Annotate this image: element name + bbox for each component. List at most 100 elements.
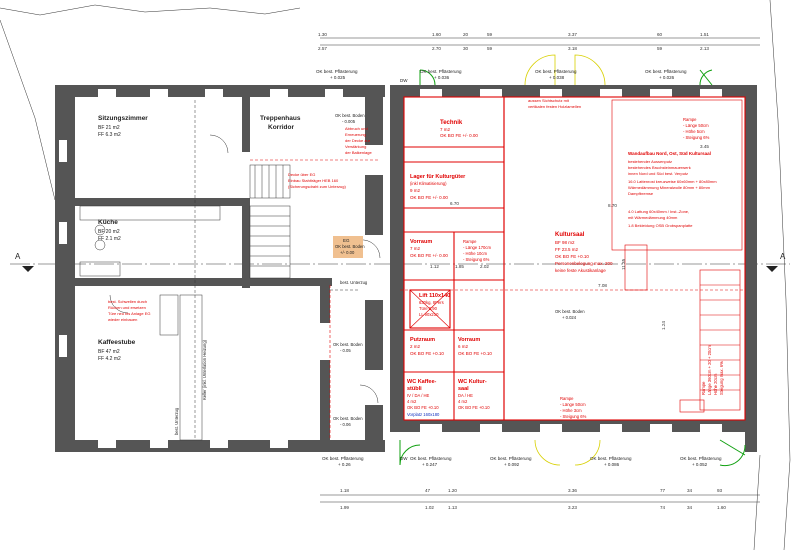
svg-text:Kultursaal: Kultursaal — [555, 232, 585, 238]
rampe-vorraum-note: Rampe - Länge 170cm - Höhe 10cm - Steigu… — [463, 239, 491, 262]
section-label-left: A — [15, 252, 21, 261]
note-line: Erneuerung — [345, 132, 366, 137]
svg-text:OK best. Pflästerung: OK best. Pflästerung — [590, 456, 632, 461]
levels-top: OK best. Pflästerung + 0.025 OK best. Pf… — [316, 69, 687, 80]
svg-text:Lager für Kulturgüter: Lager für Kulturgüter — [410, 174, 466, 180]
svg-text:4.0 Lattung 60x40mm / Inst.-Z: 4.0 Lattung 60x40mm / Inst.-Zone, — [628, 209, 689, 214]
note-schwellen: best. Schwellen durch Rücken und ersetze… — [108, 299, 150, 322]
svg-text:3.23: 3.23 — [568, 505, 577, 510]
note-line: der Decke zur — [345, 138, 371, 143]
section-label-right: A — [780, 252, 786, 261]
svg-text:+ 0.086: + 0.086 — [604, 462, 620, 467]
note-line: wieder einbauen — [108, 317, 137, 322]
svg-text:7 m2: 7 m2 — [440, 127, 451, 132]
svg-text:59: 59 — [487, 46, 493, 51]
svg-text:59: 59 — [657, 46, 663, 51]
best-unterzug-label: best. Unterzug — [340, 280, 368, 285]
eg-label: EG OK best. Boden +/- 0.00 — [335, 238, 365, 255]
svg-text:(inkl Klimatisierung): (inkl Klimatisierung) — [410, 181, 447, 186]
svg-text:1.85: 1.85 — [455, 264, 464, 269]
room-treppenhaus: Treppenhaus Korridor — [260, 115, 301, 131]
room-name: Kaffeestube — [98, 339, 136, 346]
svg-text:34: 34 — [687, 505, 693, 510]
svg-text:- Länge 50cm: - Länge 50cm — [560, 402, 586, 407]
svg-text:7 m2: 7 m2 — [410, 246, 421, 251]
svg-text:OK best. Boden: OK best. Boden — [555, 309, 585, 314]
svg-text:OK BO FE +0.10: OK BO FE +0.10 — [407, 405, 439, 410]
room-bf: BF 20 m2 — [98, 229, 120, 235]
rampe-top-note: Rampe - Länge 50cm - Höhe 5cm - Steigung… — [683, 117, 710, 140]
svg-text:OK best. Pflästerung: OK best. Pflästerung — [410, 456, 452, 461]
svg-text:Dampfbremse: Dampfbremse — [628, 191, 654, 196]
svg-text:BF 98 m2: BF 98 m2 — [555, 240, 575, 245]
svg-text:2.70: 2.70 — [432, 46, 441, 51]
room-kultursaal: Kultursaal BF 98 m2 FF 23.5 m2 OK BO FE … — [555, 232, 613, 273]
svg-text:OK best. Pflästerung: OK best. Pflästerung — [322, 456, 364, 461]
svg-text:77: 77 — [660, 488, 666, 493]
svg-text:+ 0.26: + 0.26 — [338, 462, 351, 467]
svg-text:- Höhe 10cm: - Höhe 10cm — [463, 251, 487, 256]
kitchen-fixtures — [79, 205, 221, 441]
svg-text:keine feste Akustikanlage: keine feste Akustikanlage — [555, 268, 606, 273]
svg-text:1.60: 1.60 — [432, 32, 441, 37]
svg-text:OK best. Boden: OK best. Boden — [333, 342, 363, 347]
svg-text:- 0.06: - 0.06 — [340, 422, 351, 427]
svg-text:Steigung max. 6%: Steigung max. 6% — [719, 361, 724, 395]
room-name: Treppenhaus — [260, 115, 301, 122]
note-decke: Decke über EG Einbau Stahlträger HEB 160… — [288, 172, 346, 189]
room-vorraum-2: Vorraum 6 m2 OK BO FE +0.10 — [458, 337, 492, 356]
svg-text:OK best. Pflästerung: OK best. Pflästerung — [420, 69, 462, 74]
svg-text:OK best. Pflästerung: OK best. Pflästerung — [535, 69, 577, 74]
svg-text:Technik: Technik — [440, 120, 463, 126]
svg-text:1.99: 1.99 — [340, 505, 349, 510]
note-line: Rücken und ersetzen — [108, 305, 146, 310]
section-line-a: A A — [10, 252, 790, 272]
svg-text:Länge 360cm + 20 + 20cm: Länge 360cm + 20 + 20cm — [707, 345, 712, 395]
svg-text:3.18: 3.18 — [568, 46, 577, 51]
room-lager: Lager für Kulturgüter (inkl Klimatisieru… — [410, 174, 466, 200]
svg-text:3.37: 3.37 — [568, 32, 577, 37]
svg-text:47: 47 — [425, 488, 431, 493]
svg-text:vertikalen festen Holzlamellen: vertikalen festen Holzlamellen — [528, 104, 581, 109]
svg-text:+ 0.247: + 0.247 — [422, 462, 438, 467]
svg-text:+ 0.024: + 0.024 — [562, 315, 577, 320]
svg-text:60: 60 — [657, 32, 663, 37]
inner-dimensions: 6.70 3.45 8.70 7.08 1.24 1.12 1.85 11.35… — [430, 144, 709, 330]
svg-text:1.30: 1.30 — [318, 32, 327, 37]
svg-text:OK BO FE +0.10: OK BO FE +0.10 — [555, 254, 589, 259]
rampe-bottom-note: Rampe - Länge 50cm - Höhe 3cm - Steigung… — [560, 396, 587, 419]
svg-text:FF 23.5 m2: FF 23.5 m2 — [555, 247, 579, 252]
svg-text:6 m2: 6 m2 — [458, 344, 469, 349]
room-wc-kaffee: WC Kaffee- stübli IV / DA / HE 4 m2 OK B… — [407, 379, 440, 417]
svg-text:8.70: 8.70 — [608, 203, 617, 208]
svg-text:16.0 Lattenrost kreuzweise 60: 16.0 Lattenrost kreuzweise 60x60mm + 80x… — [628, 179, 717, 184]
svg-text:Rampe: Rampe — [683, 117, 697, 122]
room-wc-kultur: WC Kultur- saal DA / HE 4 m2 OK BO FE +0… — [458, 379, 490, 410]
svg-text:- 0.05: - 0.05 — [340, 348, 351, 353]
dimension-chain-top: 1.30 2.57 1.60 2.70 20 30 59 59 3.37 3.1… — [318, 32, 760, 51]
svg-text:OK best. Pflästerung: OK best. Pflästerung — [645, 69, 687, 74]
svg-text:30: 30 — [463, 46, 469, 51]
svg-text:+ 0.052: + 0.052 — [692, 462, 708, 467]
svg-text:OK best. Pflästerung: OK best. Pflästerung — [316, 69, 358, 74]
kellerdecke-label: Keller (inkl. Unterlation Heizung) — [202, 339, 207, 400]
svg-text:2.57: 2.57 — [318, 46, 327, 51]
note-line: Türe neu bis Anlage EG — [108, 311, 150, 316]
svg-text:OK BO FE +0.10: OK BO FE +0.10 — [458, 405, 490, 410]
note-abbruch: Abbruch und Erneuerung der Decke zur Ver… — [345, 126, 372, 155]
svg-text:630kg, 8Pers: 630kg, 8Pers — [419, 300, 444, 305]
svg-text:DA / HE: DA / HE — [458, 393, 473, 398]
svg-text:1.20: 1.20 — [448, 488, 457, 493]
svg-text:OK best. Boden: OK best. Boden — [333, 416, 363, 421]
note-line: der Balkenlage — [345, 150, 372, 155]
new-walls — [403, 96, 746, 421]
svg-text:OK best. Boden: OK best. Boden — [335, 113, 365, 118]
room-putzraum: Putzraum 2 m2 OK BO FE +0.10 — [410, 337, 444, 356]
svg-text:IV / DA / HE: IV / DA / HE — [407, 393, 430, 398]
svg-text:1.60: 1.60 — [717, 505, 726, 510]
note-line: best. Schwellen durch — [108, 299, 147, 304]
svg-text:- Länge 50cm: - Länge 50cm — [683, 123, 709, 128]
svg-text:2.13: 2.13 — [700, 46, 709, 51]
svg-text:3.36: 3.36 — [568, 488, 577, 493]
room-name: Küche — [98, 219, 118, 226]
